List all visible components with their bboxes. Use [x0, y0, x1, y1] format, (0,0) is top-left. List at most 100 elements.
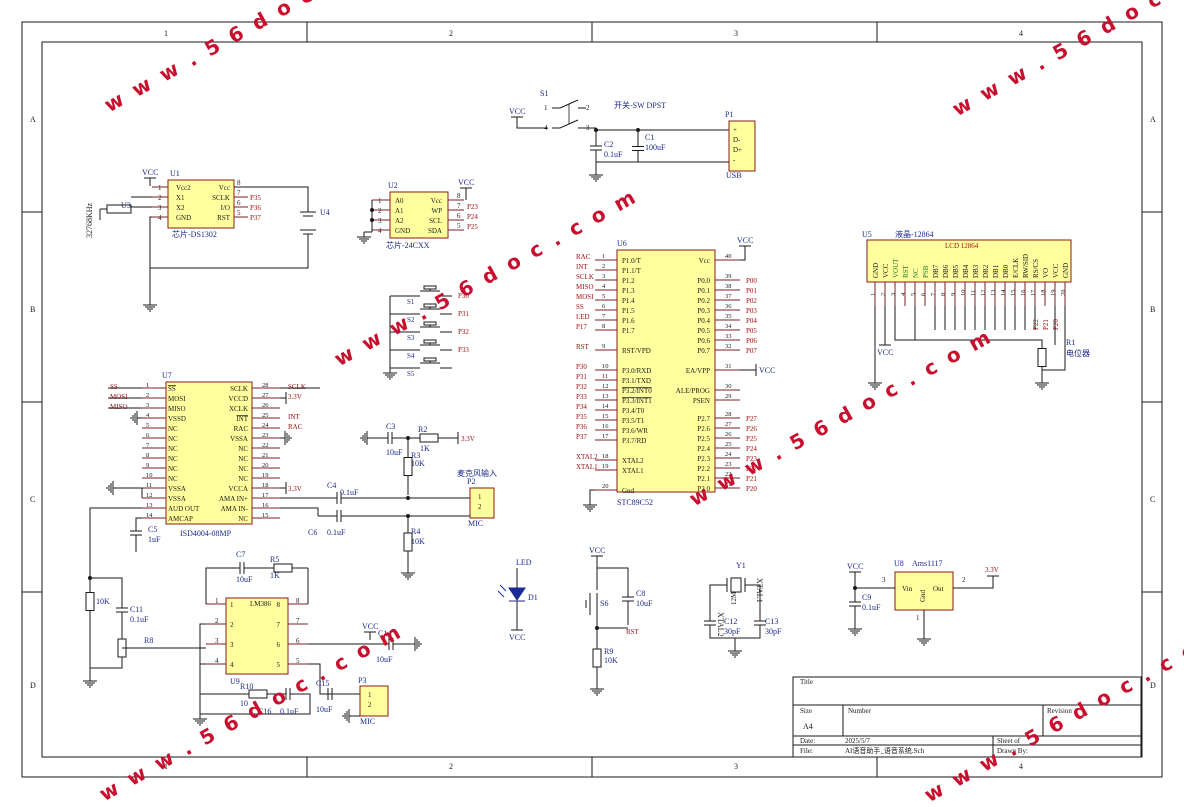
y1-ref: Y1: [736, 561, 746, 570]
u9-ref: U9: [230, 677, 240, 686]
u8-value: Ams1117: [912, 559, 943, 568]
r3-value: 10K: [411, 459, 425, 468]
border-col-label: 3: [734, 762, 738, 771]
u6-pin-name: P0.4: [697, 317, 710, 325]
c13-ref: C13: [765, 617, 778, 626]
r9-value: 10K: [604, 656, 618, 665]
size-value: A4: [803, 722, 813, 731]
net-label: VCC: [737, 236, 753, 245]
net-label: P17: [576, 323, 587, 331]
date-label: Date:: [800, 737, 815, 745]
lcd-pin-name: DB2: [982, 264, 990, 278]
pin-number: 26: [725, 431, 732, 438]
lcd-pin-name: GND: [872, 263, 880, 278]
c8-value: 10uF: [636, 599, 653, 608]
revision-label: Revision: [1047, 707, 1072, 715]
u7-pin-name: NC: [168, 445, 178, 453]
net-label: P26: [746, 425, 757, 433]
net-label: XTAL2: [716, 612, 725, 637]
border-row-label: A: [1150, 115, 1156, 124]
net-label: P37: [576, 433, 587, 441]
c7-ref: C7: [236, 550, 245, 559]
usb-pin-label: D+: [733, 146, 742, 154]
s1-value: 开关-SW DPST: [614, 100, 666, 110]
net-label: P06: [746, 337, 757, 345]
pin-number: 8: [457, 192, 461, 200]
net-label: SCLK: [288, 383, 306, 391]
net-label: P03: [746, 307, 757, 315]
u9-pin-name: 8: [277, 601, 281, 609]
pin-number: 10: [602, 363, 609, 370]
pin-number: 35: [725, 313, 732, 320]
net-label: P23: [746, 455, 757, 463]
u1-pin-name: X1: [176, 194, 185, 202]
net-label: P31: [576, 373, 587, 381]
pin-number: 1: [916, 614, 920, 622]
border-col-label: 3: [734, 29, 738, 38]
p3-value: MIC: [360, 717, 375, 726]
net-label: INT: [576, 263, 588, 271]
u6-pin-name: RST/VPD: [622, 347, 651, 355]
net-label: MOSI: [576, 293, 594, 301]
net-label: MISO: [110, 403, 128, 411]
switch-ref: S5: [407, 370, 415, 378]
pin-number: 7: [930, 292, 937, 296]
c6-ref: C6: [308, 528, 317, 537]
pin-number: 9: [146, 462, 149, 469]
p1-value: USB: [726, 171, 742, 180]
u6-pin-name: P1.6: [622, 317, 635, 325]
size-label: Size: [800, 707, 812, 715]
u7-pin-name: MOSI: [168, 395, 186, 403]
border-row-label: D: [1150, 681, 1156, 690]
pin-number: 22: [262, 442, 269, 449]
pin-number: 4: [900, 292, 907, 296]
usb-connector-body: [728, 120, 756, 172]
pin-number: 24: [725, 451, 732, 458]
net-label: P04: [746, 317, 757, 325]
p1-ref: P1: [725, 110, 733, 119]
net-label: LED: [576, 313, 590, 321]
net-label: P36: [576, 423, 587, 431]
u2-pin-name: SCL: [429, 217, 442, 225]
r-10k-value: 10K: [96, 597, 110, 606]
u3-ref: U3: [121, 201, 131, 210]
u6-pin-name: P2.3: [697, 455, 710, 463]
pin-number: 1: [378, 197, 382, 205]
net-label: P35: [576, 413, 587, 421]
u6-pin-name: P2.5: [697, 435, 710, 443]
u6-pin-name: XTAL1: [622, 467, 644, 475]
u5-body: [866, 239, 1072, 283]
u6-pin-name: Gnd: [622, 487, 635, 495]
u7-pin-name: RAC: [234, 425, 249, 433]
u6-pin-name: P2.7: [697, 415, 710, 423]
pin-number: 17: [602, 433, 609, 440]
net-label: MISO: [576, 283, 594, 291]
lcd-pin-name: DB3: [972, 264, 980, 278]
pin-number: 6: [920, 292, 927, 296]
lcd-pin-name: NC: [912, 268, 920, 278]
u1-pin-name: I/O: [221, 204, 230, 212]
pin-number: 28: [262, 382, 269, 389]
u8-body: [894, 571, 954, 611]
u6-pin-name: P0.6: [697, 337, 710, 345]
net-label: 3.3V: [288, 485, 302, 493]
u2-ref: U2: [388, 181, 398, 190]
d1-ref: D1: [528, 593, 538, 602]
net-label: VCC: [759, 366, 775, 375]
net-label: P37: [250, 214, 261, 222]
net-label: P22: [746, 465, 757, 473]
u2-pin-name: A0: [395, 197, 404, 205]
u5-value: 液晶-12864: [895, 229, 934, 239]
pin-number: 4: [378, 227, 382, 235]
u1-body: [167, 179, 235, 229]
s6-ref: S6: [600, 599, 608, 608]
pin-number: 6: [237, 199, 241, 207]
pin-number: 13: [602, 393, 609, 400]
u2-pin-name: GND: [395, 227, 410, 235]
lcd-pin-name: GND: [1062, 263, 1070, 278]
pin-number: 12: [146, 492, 153, 499]
